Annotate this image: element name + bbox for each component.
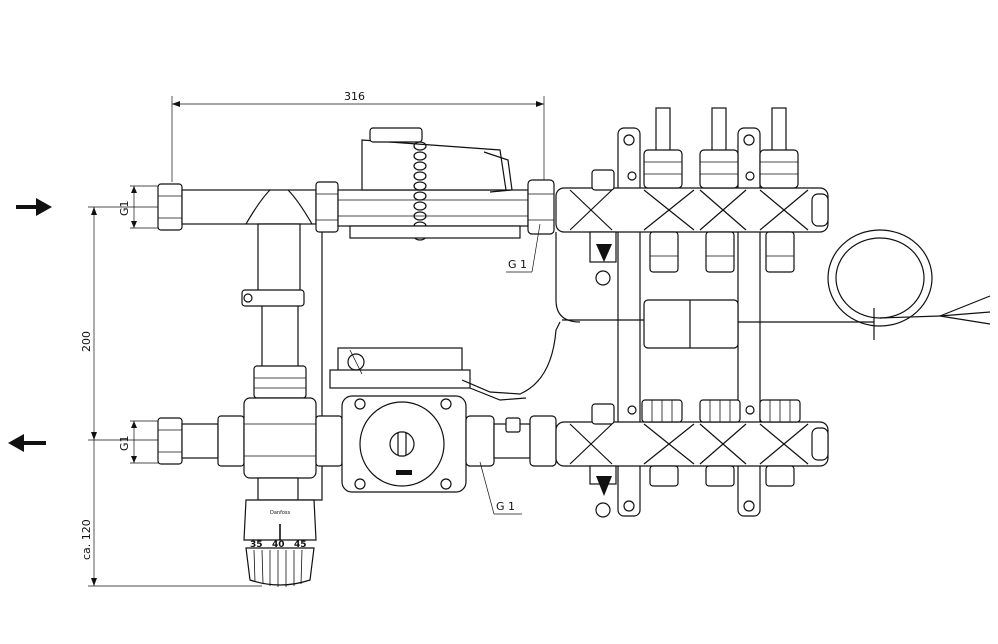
- upper-manifold-bar: [555, 171, 829, 233]
- callout-upper-thread: G 1: [506, 223, 541, 273]
- upper-outlets: [649, 231, 795, 273]
- lower-outlets: [649, 465, 795, 487]
- thermostat-scale-high: 45: [294, 540, 307, 550]
- upper-thread-label: G 1: [508, 258, 527, 271]
- outlet-thread-label: G1: [118, 435, 131, 451]
- dimension-width-label: 316: [344, 90, 365, 103]
- dimension-bottom-label: ca. 120: [80, 519, 93, 560]
- dimension-height-label: 200: [80, 331, 93, 352]
- dimension-outlet-thread: G1: [118, 420, 162, 464]
- sensor-junction: [555, 232, 874, 349]
- sensor-cable-coil: [827, 229, 991, 340]
- outlet-flow-arrow-icon: [8, 434, 46, 452]
- flow-meters: [643, 107, 799, 189]
- lower-drain-valve: [589, 403, 617, 518]
- thermostat-brand: Danfoss: [270, 510, 291, 516]
- callout-lower-thread: G 1: [479, 461, 522, 515]
- lower-valve-caps: [641, 399, 801, 423]
- dimension-height: 200: [80, 206, 160, 441]
- inlet-thread-label: G1: [118, 200, 131, 216]
- lower-return-pipe: [157, 321, 561, 493]
- thermostat-grip-ribs: [253, 549, 303, 587]
- thermostat-scale-mid: 40: [272, 540, 285, 550]
- thermostat-scale-low: 35: [250, 540, 263, 550]
- dimension-inlet-thread: G1: [118, 185, 162, 229]
- dimension-width: 316: [171, 90, 545, 182]
- bypass-pipe: [241, 232, 323, 501]
- lower-manifold-bar: [555, 405, 829, 467]
- dimension-bottom: ca. 120: [80, 440, 262, 587]
- thermostatic-head: Danfoss 35 40 45: [243, 477, 317, 587]
- upper-drain-valve: [589, 169, 617, 286]
- inlet-flow-arrow-icon: [16, 198, 52, 216]
- lower-thread-label: G 1: [496, 500, 515, 513]
- upper-supply-pipe: [157, 127, 555, 297]
